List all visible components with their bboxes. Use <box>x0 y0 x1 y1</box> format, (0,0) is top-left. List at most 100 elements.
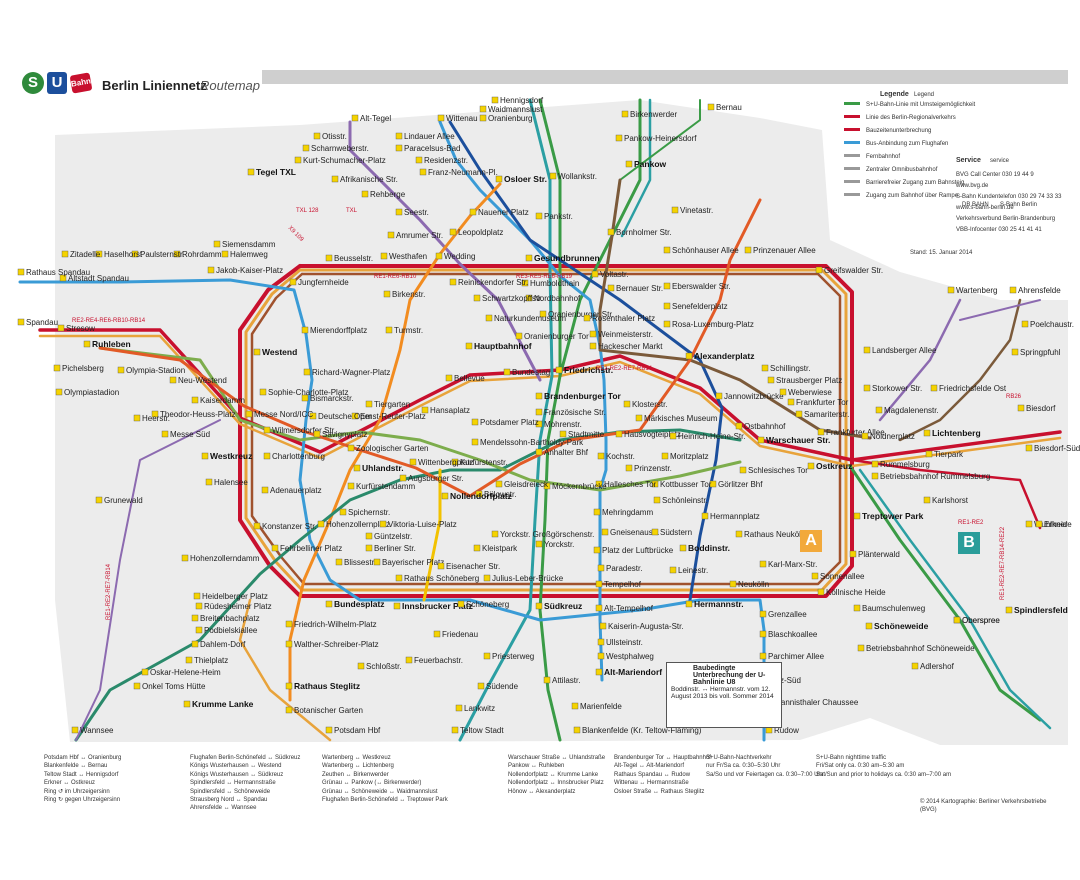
station-eisenacher-str-[interactable]: Eisenacher Str. <box>437 562 500 571</box>
station-birkenwerder[interactable]: Birkenwerder <box>621 110 677 119</box>
station-priesterweg[interactable]: Priesterweg <box>483 652 534 661</box>
station-rehberge[interactable]: Rehberge <box>361 190 406 199</box>
station-krumme-lanke[interactable]: Krumme Lanke <box>183 699 254 709</box>
station-schillingstr-[interactable]: Schillingstr. <box>761 364 810 373</box>
station-oranienburg[interactable]: Oranienburg <box>479 114 532 123</box>
station-richard-wagner-platz[interactable]: Richard-Wagner-Platz <box>303 368 390 377</box>
station-kleistpark[interactable]: Kleistpark <box>473 544 518 553</box>
station-gneisenaustr-[interactable]: Gneisenaustr. <box>601 528 659 537</box>
station-podbielskiallee[interactable]: Podbielskiallee <box>195 626 258 635</box>
station-wittenbergplatz[interactable]: Wittenbergplatz <box>409 458 474 467</box>
station-pankow-heinersdorf[interactable]: Pankow-Heinersdorf <box>615 134 697 143</box>
station-gleisdreieck[interactable]: Gleisdreieck <box>495 480 549 489</box>
station-neu-westend[interactable]: Neu-Westend <box>169 376 227 385</box>
station-heerstr-[interactable]: Heerstr. <box>133 414 170 423</box>
station-mendelssohn-bartholdy-park[interactable]: Mendelssohn-Bartholdy-Park <box>471 438 584 447</box>
station-sonnenallee[interactable]: Sonnenallee <box>811 572 865 581</box>
station-osloer-str-[interactable]: Osloer Str. <box>495 174 547 184</box>
station-bellevue[interactable]: Bellevue <box>445 374 485 383</box>
station-kaiserdamm[interactable]: Kaiserdamm <box>191 396 245 405</box>
station-oranienburger-tor[interactable]: Oranienburger Tor <box>515 332 589 341</box>
station-parchimer-allee[interactable]: Parchimer Allee <box>759 652 825 661</box>
station-lichtenberg[interactable]: Lichtenberg <box>923 428 981 438</box>
station-tiergarten[interactable]: Tiergarten <box>365 400 410 409</box>
station-feuerbachstr-[interactable]: Feuerbachstr. <box>405 656 463 665</box>
station-westphalweg[interactable]: Westphalweg <box>597 652 654 661</box>
station-vinetastr-[interactable]: Vinetastr. <box>671 206 713 215</box>
station-blankenfelde-kr-teltow-fläming-[interactable]: Blankenfelde (Kr. Teltow-Fläming) <box>573 726 702 735</box>
station-erkner[interactable]: Erkner <box>1035 520 1068 529</box>
station-ahrensfelde[interactable]: Ahrensfelde <box>1009 286 1061 295</box>
station-altstadt-spandau[interactable]: Altstadt Spandau <box>59 274 129 283</box>
station-wedding[interactable]: Wedding <box>435 252 475 261</box>
station-baumschulenweg[interactable]: Baumschulenweg <box>853 604 925 613</box>
station-samariterstr-[interactable]: Samariterstr. <box>795 410 849 419</box>
station-adenauerplatz[interactable]: Adenauerplatz <box>261 486 322 495</box>
station-bayerischer-platz[interactable]: Bayerischer Platz <box>373 558 444 567</box>
station-hausvogteiplatz[interactable]: Hausvogteiplatz <box>615 430 681 439</box>
station-mierendorffplatz[interactable]: Mierendorffplatz <box>301 326 367 335</box>
station-oberspree[interactable]: Oberspree <box>953 616 1000 625</box>
station-ruhleben[interactable]: Ruhleben <box>83 339 131 349</box>
station-reinickendorfer-str-[interactable]: Reinickendorfer Str. <box>449 278 528 287</box>
station-sophie-charlotte-platz[interactable]: Sophie-Charlotte-Platz <box>259 388 348 397</box>
station-dahlem-dorf[interactable]: Dahlem-Dorf <box>191 640 246 649</box>
station-haselhorst[interactable]: Haselhorst <box>95 250 143 259</box>
station-hennigsdorf[interactable]: Hennigsdorf <box>491 96 544 105</box>
station-rathaus-neukölln[interactable]: Rathaus Neukölln <box>735 530 807 539</box>
station-greifswalder-str-[interactable]: Greifswalder Str. <box>815 266 883 275</box>
station-leopoldplatz[interactable]: Leopoldplatz <box>449 228 503 237</box>
station-köllnische-heide[interactable]: Köllnische Heide <box>817 588 886 597</box>
station-julius-leber-brücke[interactable]: Julius-Leber-Brücke <box>483 574 564 583</box>
station-tegel-txl[interactable]: Tegel TXL <box>247 167 296 177</box>
station-frankfurter-allee[interactable]: Frankfurter Allee <box>817 428 885 437</box>
station-lankwitz[interactable]: Lankwitz <box>455 704 495 713</box>
station-ernst-reuter-platz[interactable]: Ernst-Reuter-Platz <box>351 412 426 421</box>
station-güntzelstr-[interactable]: Güntzelstr. <box>365 532 412 541</box>
station-friedenau[interactable]: Friedenau <box>433 630 478 639</box>
station-siemensdamm[interactable]: Siemensdamm <box>213 240 276 249</box>
station-deutsche-oper[interactable]: Deutsche Oper <box>309 412 372 421</box>
station-karl-marx-str-[interactable]: Karl-Marx-Str. <box>759 560 817 569</box>
station-grunewald[interactable]: Grunewald <box>95 496 143 505</box>
station-prinzenstr-[interactable]: Prinzenstr. <box>625 464 672 473</box>
station-bülowstr-[interactable]: Bülowstr. <box>475 490 516 499</box>
station-wollankstr-[interactable]: Wollankstr. <box>549 172 597 181</box>
station-kurt-schumacher-platz[interactable]: Kurt-Schumacher-Platz <box>294 156 386 165</box>
station-wuhlheide[interactable]: Wuhlheide <box>1025 520 1072 529</box>
station-savignyplatz[interactable]: Savignyplatz <box>313 430 367 439</box>
station-messe-nord-icc[interactable]: Messe Nord/ICC <box>245 410 313 419</box>
station-mehringdamm[interactable]: Mehringdamm <box>593 508 653 517</box>
station-pankow[interactable]: Pankow <box>625 159 667 169</box>
station-mohrenstr-[interactable]: Mohrenstr. <box>535 420 582 429</box>
station-bornholmer-str-[interactable]: Bornholmer Str. <box>607 228 672 237</box>
station-leinestr-[interactable]: Leinestr. <box>669 566 708 575</box>
station-oskar-helene-heim[interactable]: Oskar-Helene-Heim <box>141 668 221 677</box>
station-gesundbrunnen[interactable]: Gesundbrunnen <box>525 253 600 263</box>
station-hohenzollerndamm[interactable]: Hohenzollerndamm <box>181 554 260 563</box>
station-treptower-park[interactable]: Treptower Park <box>853 511 924 521</box>
station-neukölln[interactable]: Neukölln <box>729 580 769 589</box>
station-birkenstr-[interactable]: Birkenstr. <box>383 290 425 299</box>
station-potsdam-hbf[interactable]: Potsdam Hbf <box>325 726 381 735</box>
station-biesdorf[interactable]: Biesdorf <box>1017 404 1056 413</box>
station-alt-tegel[interactable]: Alt-Tegel <box>351 114 391 123</box>
station-hallesches-tor[interactable]: Hallesches Tor <box>595 480 657 489</box>
station-ostbahnhof[interactable]: Ostbahnhof <box>735 422 786 431</box>
station-senefelderplatz[interactable]: Senefelderplatz <box>663 302 728 311</box>
station-naturkundemuseum[interactable]: Naturkundemuseum <box>485 314 566 323</box>
station-klosterstr-[interactable]: Klosterstr. <box>623 400 668 409</box>
station-heidelberger-platz[interactable]: Heidelberger Platz <box>193 592 268 601</box>
station-wannsee[interactable]: Wannsee <box>71 726 114 735</box>
station-pichelsberg[interactable]: Pichelsberg <box>53 364 104 373</box>
station-französische-str-[interactable]: Französische Str. <box>535 408 606 417</box>
station-karlshorst[interactable]: Karlshorst <box>923 496 969 505</box>
station-wartenberg[interactable]: Wartenberg <box>947 286 998 295</box>
station-friedrich-wilhelm-platz[interactable]: Friedrich-Wilhelm-Platz <box>285 620 377 629</box>
station-nollendorfplatz[interactable]: Nollendorfplatz <box>441 491 512 501</box>
station-messe-süd[interactable]: Messe Süd <box>161 430 210 439</box>
station-görlitzer-bhf[interactable]: Görlitzer Bhf <box>709 480 763 489</box>
station-paulsternstr-[interactable]: Paulsternstr. <box>131 250 184 259</box>
station-alexanderplatz[interactable]: Alexanderplatz <box>685 351 754 361</box>
